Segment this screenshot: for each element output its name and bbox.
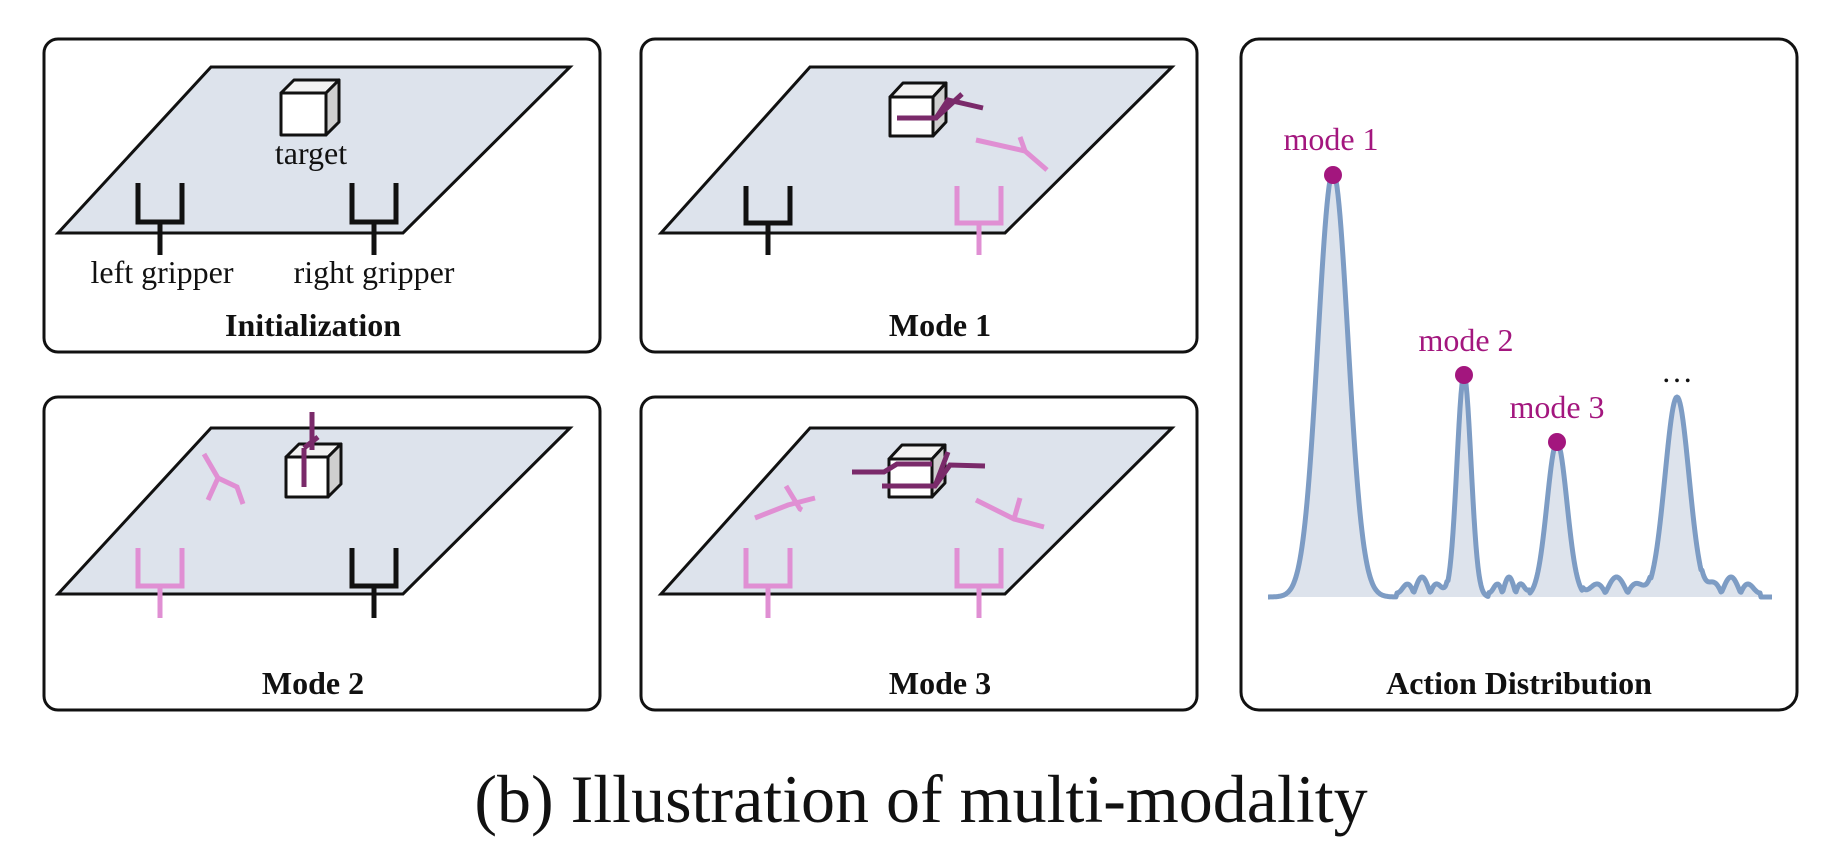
target-cube [888, 81, 948, 138]
table-surface [54, 65, 574, 235]
mode-1-label: mode 1 [1283, 121, 1378, 157]
mode-3-label: mode 3 [1509, 389, 1604, 425]
right-gripper-label: right gripper [294, 254, 455, 290]
mode-2-marker [1455, 366, 1473, 384]
right-gripper-start [954, 186, 1004, 255]
left-gripper [135, 183, 185, 255]
panel-mode-2: Mode 2 [42, 395, 602, 712]
figure-caption: (b) Illustration of multi-modality [474, 761, 1367, 837]
panel-title-initialization: Initialization [225, 307, 401, 343]
panel-initialization: target left gripper right gripper Initia… [42, 37, 602, 354]
panel-title-mode-1: Mode 1 [889, 307, 991, 343]
mode-1-marker [1324, 166, 1342, 184]
panel-title-mode-2: Mode 2 [262, 665, 364, 701]
right-gripper-start [954, 548, 1004, 618]
more-modes-ellipsis: … [1661, 353, 1693, 389]
right-gripper-approach [974, 497, 1045, 530]
right-gripper-grasp [897, 92, 984, 121]
target-cube [887, 443, 947, 499]
target-label: target [275, 135, 347, 171]
left-gripper-start [135, 548, 185, 618]
panel-title-mode-3: Mode 3 [889, 665, 991, 701]
target-cube [284, 442, 343, 499]
mode-2-label: mode 2 [1418, 322, 1513, 358]
distribution-curve [1266, 169, 1774, 600]
target-cube [279, 78, 341, 137]
mode-3-marker [1548, 433, 1566, 451]
panel-title-action-distribution: Action Distribution [1386, 665, 1652, 701]
panel-action-distribution: mode 1 mode 2 mode 3 … Action Distributi… [1239, 37, 1799, 712]
left-gripper-start [743, 548, 793, 618]
panel-mode-3: Mode 3 [639, 395, 1199, 712]
left-gripper [743, 186, 793, 255]
distribution-area [1268, 172, 1772, 597]
right-gripper [349, 548, 399, 618]
table-surface [54, 426, 574, 596]
left-gripper-label: left gripper [90, 254, 233, 290]
panel-mode-1: Mode 1 [639, 37, 1199, 354]
left-gripper-approach [754, 484, 816, 521]
left-gripper-approach [201, 452, 246, 505]
left-gripper-grasp [301, 412, 320, 487]
right-gripper [349, 183, 399, 255]
bimanual-grasp [852, 451, 986, 489]
right-gripper-approach [975, 136, 1049, 172]
